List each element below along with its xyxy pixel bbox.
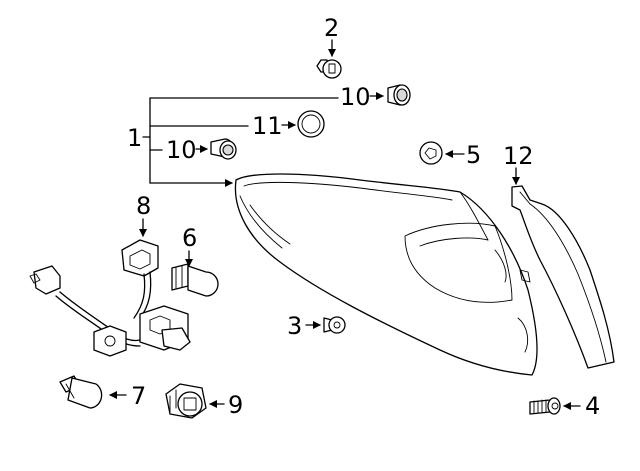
callout-11-label: 11 — [252, 112, 283, 140]
callout-12-label: 12 — [503, 142, 534, 170]
part-8-harness — [29, 218, 191, 357]
callout-1-bracket — [142, 97, 339, 187]
part-12-trim — [511, 185, 615, 369]
callout-5-label: 5 — [466, 141, 481, 169]
callout-3-label: 3 — [287, 312, 302, 340]
part-11-grommet — [281, 110, 325, 138]
tail-lamp-assembly — [234, 173, 538, 376]
callout-2-label: 2 — [324, 14, 339, 42]
part-4-screw — [529, 397, 581, 415]
part-2-socket — [316, 39, 342, 79]
part-10-lower-bulb — [195, 138, 237, 160]
callout-6-label: 6 — [182, 224, 197, 252]
part-3-push-clip — [305, 316, 346, 334]
part-9-socket — [165, 383, 225, 419]
part-7-bulb — [59, 375, 127, 409]
callout-9-label: 9 — [228, 391, 243, 419]
part-10-top-bulb — [369, 84, 411, 106]
callout-7-label: 7 — [131, 382, 146, 410]
part-5-clip — [419, 141, 465, 165]
part-6-bulb — [171, 250, 219, 297]
callout-10a-label: 10 — [340, 83, 371, 111]
callout-4-label: 4 — [585, 392, 600, 420]
callout-1-label: 1 — [127, 124, 142, 152]
callout-10b-label: 10 — [166, 136, 197, 164]
callout-8-label: 8 — [136, 192, 151, 220]
